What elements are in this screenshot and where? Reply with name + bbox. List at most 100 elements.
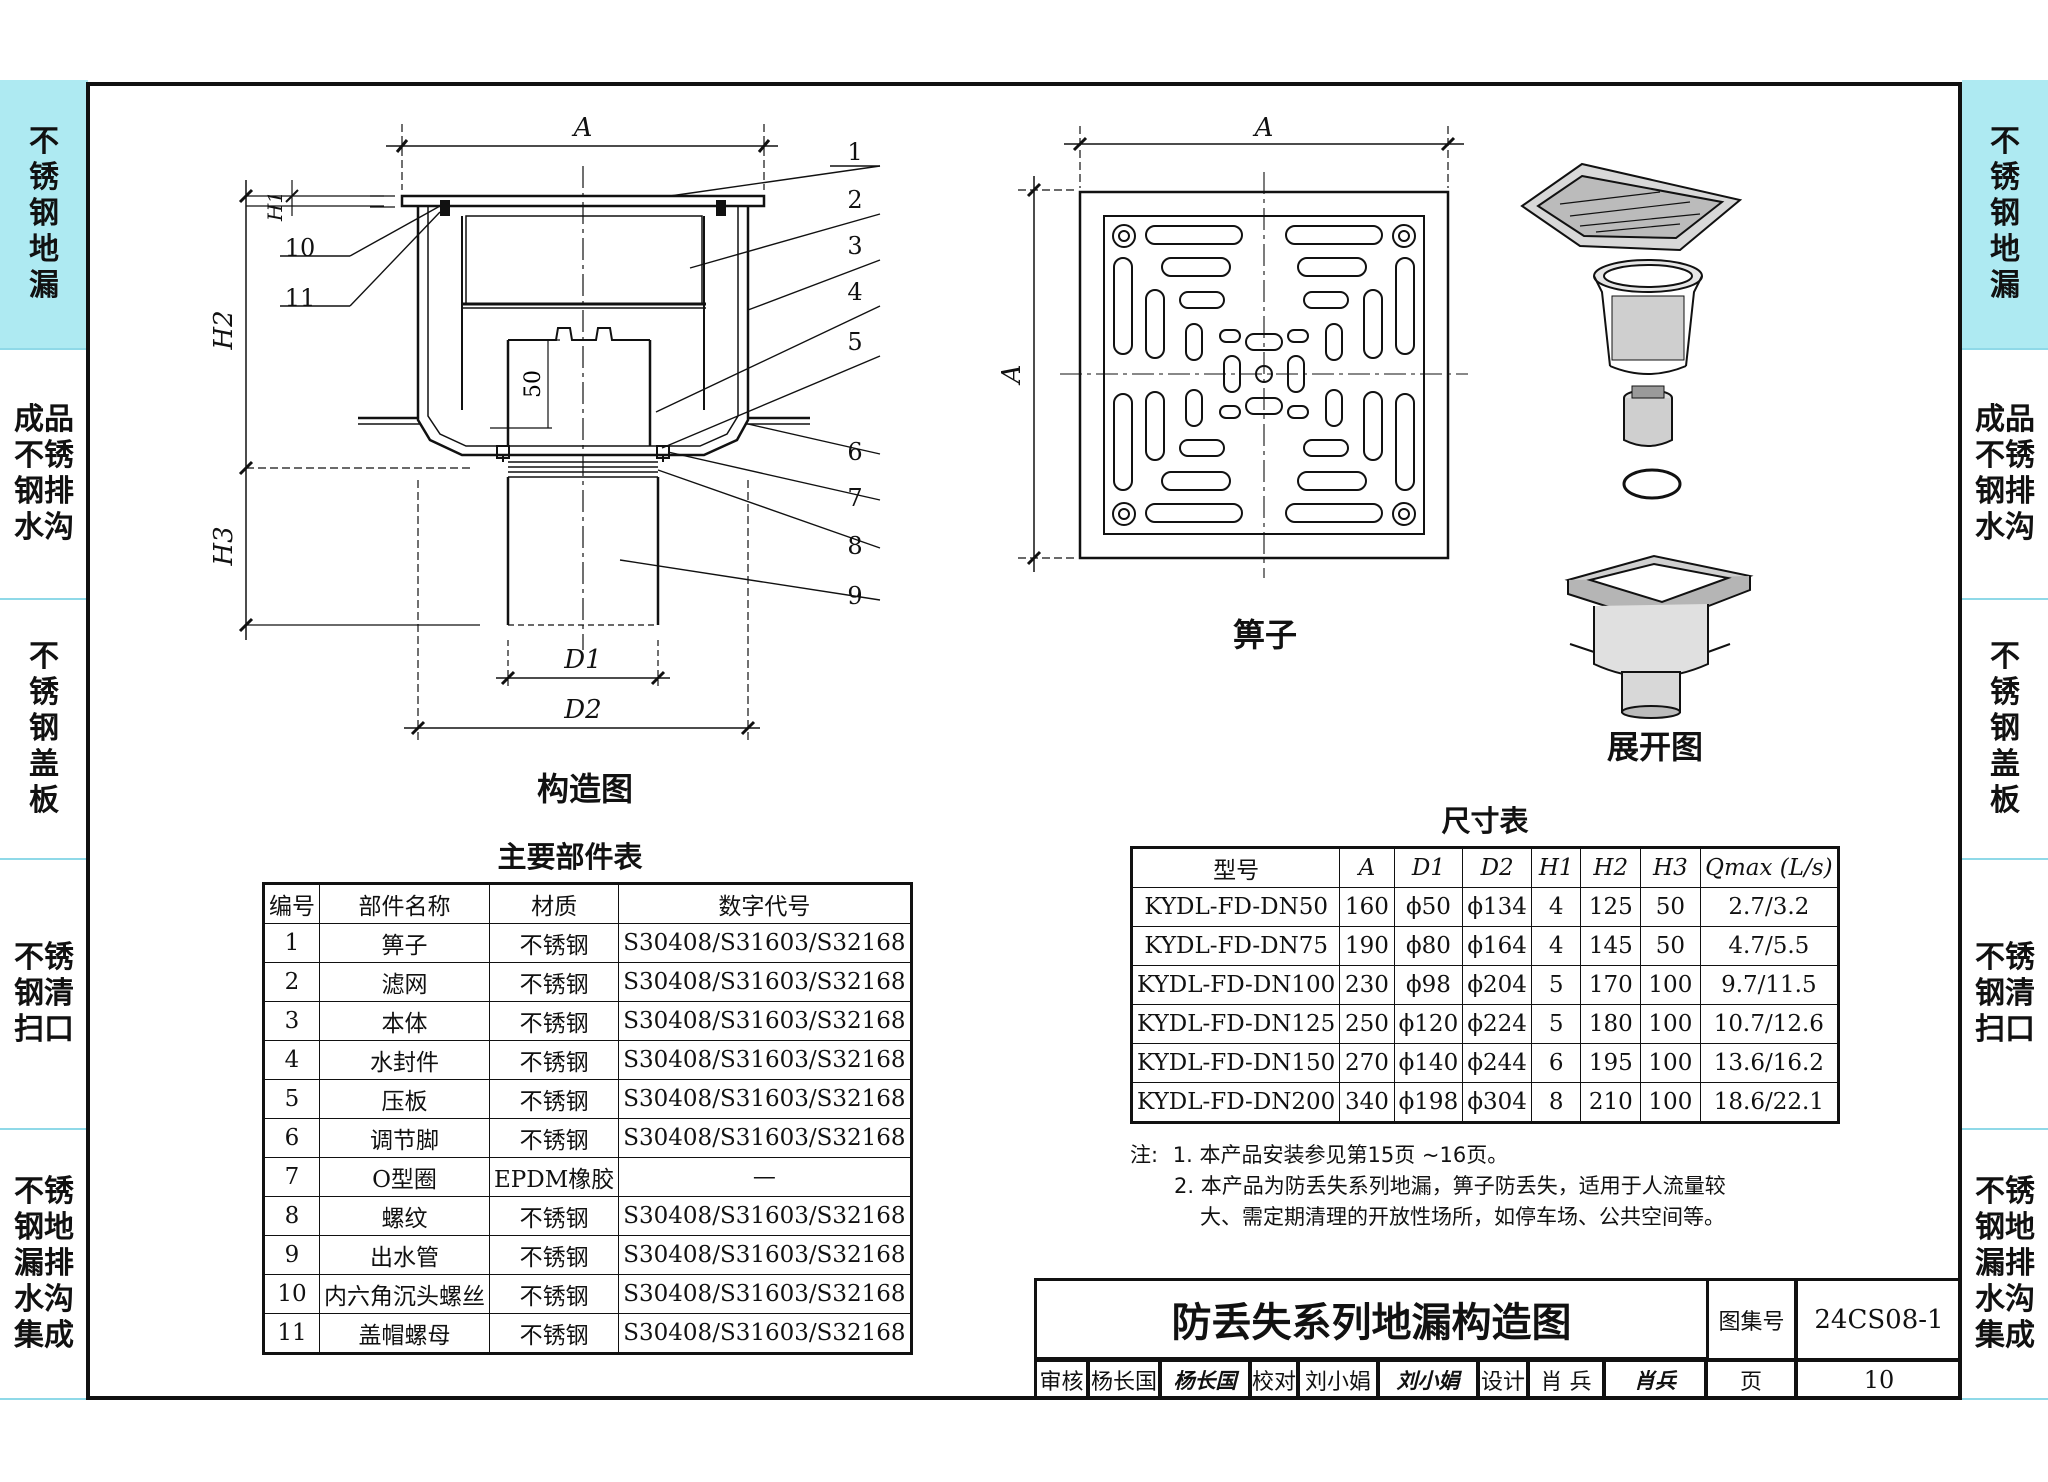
size-cell: ϕ244 <box>1462 1043 1532 1083</box>
size-cell: ϕ134 <box>1462 887 1532 927</box>
parts-cell: 5 <box>263 1079 320 1119</box>
size-cell: ϕ50 <box>1393 887 1464 927</box>
left-side-tabs: 不锈钢地漏成品不锈钢排水沟不锈钢盖板不锈钢清扫口不锈钢地漏排水沟集成 <box>0 80 88 1400</box>
right-tab-label-4: 不锈钢清扫口 <box>1975 940 2035 1047</box>
parts-header-0: 编号 <box>263 883 320 924</box>
size-cell: 50 <box>1640 887 1701 927</box>
size-cell: 180 <box>1580 1004 1642 1044</box>
left-tab-2[interactable]: 成品不锈钢排水沟 <box>0 350 88 600</box>
parts-cell: 3 <box>263 1001 320 1041</box>
parts-cell: O型圈 <box>319 1157 490 1197</box>
reviewer-signature: 杨长国 <box>1160 1360 1250 1400</box>
parts-header-3: 数字代号 <box>618 883 912 924</box>
parts-cell: — <box>618 1157 912 1197</box>
callout-8: 8 <box>847 532 862 560</box>
note-1: 1. 本产品安装参见第15页 ~16页。 <box>1172 1143 1509 1167</box>
size-header-2: D1 <box>1393 847 1464 888</box>
parts-cell: 不锈钢 <box>488 1274 620 1314</box>
size-cell: ϕ164 <box>1462 926 1532 966</box>
left-tab-label-1: 不锈钢地漏 <box>29 124 59 303</box>
size-cell: 8 <box>1530 1082 1582 1123</box>
title-block: 防丢失系列地漏构造图 图集号 24CS08-1 审核 杨长国 杨长国 校对 刘小… <box>1034 1278 1962 1400</box>
parts-cell: EPDM橡胶 <box>488 1157 620 1197</box>
size-cell: 125 <box>1580 887 1642 927</box>
exploded-view <box>1520 162 1754 719</box>
callout-6: 6 <box>847 438 862 466</box>
right-tab-1[interactable]: 不锈钢地漏 <box>1962 80 2048 350</box>
parts-cell: 10 <box>263 1274 320 1314</box>
parts-cell: S30408/S31603/S32168 <box>618 962 912 1002</box>
size-cell: 340 <box>1339 1082 1395 1123</box>
dim-h2: H2 <box>209 310 239 350</box>
size-cell: ϕ198 <box>1393 1082 1464 1123</box>
parts-cell: S30408/S31603/S32168 <box>618 1118 912 1158</box>
right-tab-5[interactable]: 不锈钢地漏排水沟集成 <box>1962 1130 2048 1400</box>
parts-cell: 2 <box>263 962 320 1002</box>
right-side-tabs: 不锈钢地漏成品不锈钢排水沟不锈钢盖板不锈钢清扫口不锈钢地漏排水沟集成 <box>1962 80 2048 1400</box>
size-cell: 10.7/12.6 <box>1699 1004 1840 1044</box>
parts-cell: 不锈钢 <box>488 1196 620 1236</box>
dim-h3: H3 <box>209 526 239 566</box>
dim-a-grate-top: A <box>1253 113 1274 143</box>
size-header-0: 型号 <box>1130 847 1341 888</box>
size-header-7: Qmax (L/s) <box>1699 847 1840 888</box>
parts-cell: S30408/S31603/S32168 <box>618 1040 912 1080</box>
right-tab-label-2: 成品不锈钢排水沟 <box>1975 402 2035 545</box>
parts-cell: 不锈钢 <box>488 1235 620 1275</box>
atlas-number: 24CS08-1 <box>1796 1278 1962 1360</box>
callout-7: 7 <box>847 484 862 512</box>
size-cell: 4 <box>1530 926 1582 966</box>
left-tab-label-3: 不锈钢盖板 <box>29 639 59 818</box>
parts-cell: 螺纹 <box>319 1196 490 1236</box>
parts-cell: 调节脚 <box>319 1118 490 1158</box>
grate-view <box>1018 126 1468 578</box>
size-header-1: A <box>1339 847 1395 888</box>
drawing-title: 防丢失系列地漏构造图 <box>1034 1278 1706 1360</box>
left-tab-3[interactable]: 不锈钢盖板 <box>0 600 88 860</box>
size-cell: 100 <box>1640 1004 1701 1044</box>
right-tab-3[interactable]: 不锈钢盖板 <box>1962 600 2048 860</box>
parts-cell: S30408/S31603/S32168 <box>618 1313 912 1354</box>
right-tab-2[interactable]: 成品不锈钢排水沟 <box>1962 350 2048 600</box>
size-cell: ϕ224 <box>1462 1004 1532 1044</box>
size-cell: 5 <box>1530 965 1582 1005</box>
parts-cell: 6 <box>263 1118 320 1158</box>
size-cell: 270 <box>1339 1043 1395 1083</box>
left-tab-4[interactable]: 不锈钢清扫口 <box>0 860 88 1130</box>
checker-name: 刘小娟 <box>1298 1360 1378 1400</box>
right-tab-4[interactable]: 不锈钢清扫口 <box>1962 860 2048 1130</box>
parts-cell: S30408/S31603/S32168 <box>618 1235 912 1275</box>
size-cell: 18.6/22.1 <box>1699 1082 1840 1123</box>
parts-cell: 出水管 <box>319 1235 490 1275</box>
page-label: 页 <box>1706 1360 1796 1400</box>
parts-cell: S30408/S31603/S32168 <box>618 1274 912 1314</box>
exploded-caption: 展开图 <box>1606 728 1703 766</box>
note-3: 大、需定期清理的开放性场所，如停车场、公共空间等。 <box>1200 1205 1725 1229</box>
size-cell: KYDL-FD-DN150 <box>1130 1043 1341 1083</box>
size-cell: 230 <box>1339 965 1395 1005</box>
parts-cell: 不锈钢 <box>488 923 620 963</box>
size-cell: ϕ80 <box>1393 926 1464 966</box>
callout-4: 4 <box>847 278 862 306</box>
size-header-5: H2 <box>1580 847 1642 888</box>
designer-name: 肖 兵 <box>1528 1360 1604 1400</box>
left-tab-1[interactable]: 不锈钢地漏 <box>0 80 88 350</box>
left-tab-5[interactable]: 不锈钢地漏排水沟集成 <box>0 1130 88 1400</box>
parts-cell: 不锈钢 <box>488 1118 620 1158</box>
size-cell: 4 <box>1530 887 1582 927</box>
size-cell: KYDL-FD-DN50 <box>1130 887 1341 927</box>
size-cell: ϕ120 <box>1393 1004 1464 1044</box>
